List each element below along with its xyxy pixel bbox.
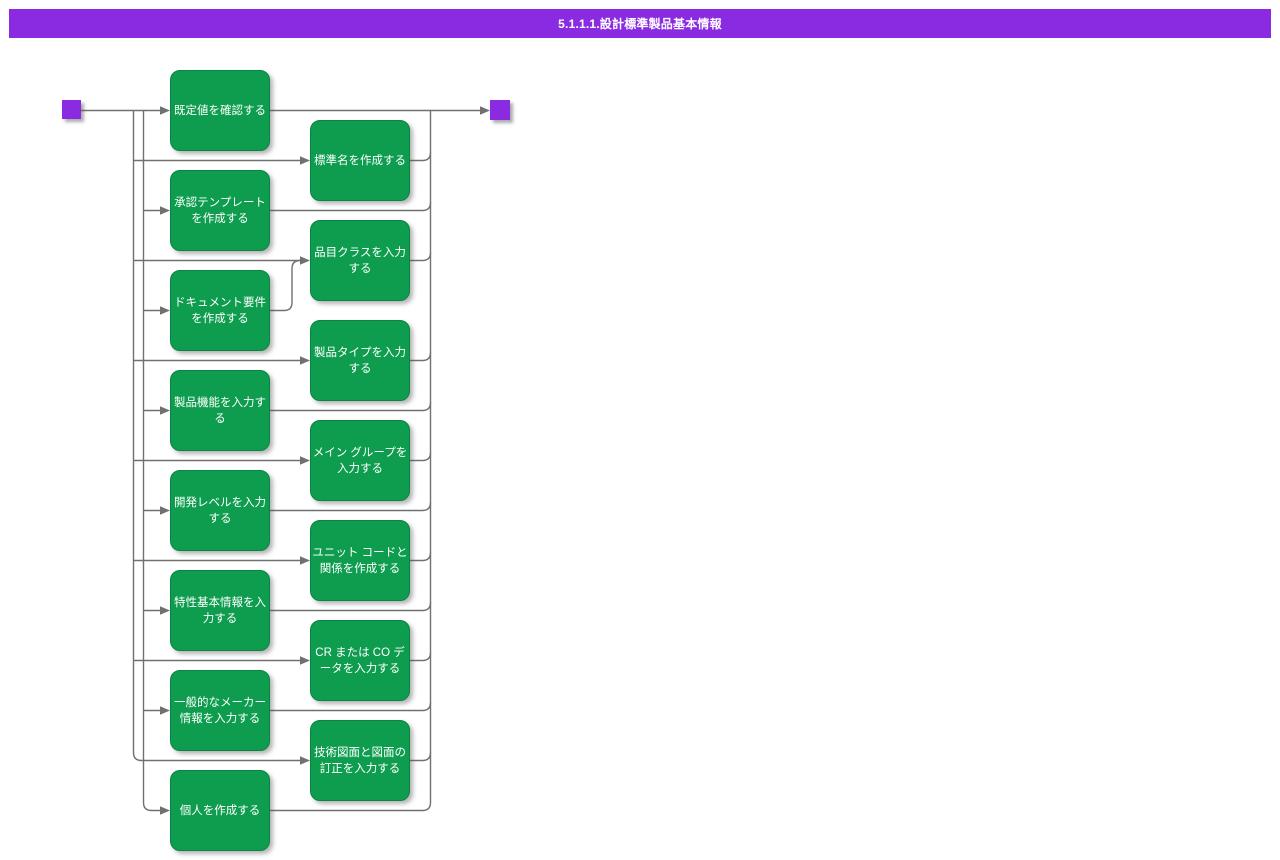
connector-line: [270, 602, 432, 612]
arrowhead-icon: [160, 206, 170, 215]
connector-line: [410, 652, 432, 662]
activity-node: 製品機能を入力する: [170, 370, 270, 451]
arrowhead-icon: [300, 556, 310, 565]
activity-node: 製品タイプを入力する: [310, 320, 410, 401]
activity-node: ユニット コードと関係を作成する: [310, 520, 410, 601]
arrowhead-icon: [300, 656, 310, 665]
activity-node: 標準名を作成する: [310, 120, 410, 201]
activity-node: 特性基本情報を入力する: [170, 570, 270, 651]
activity-node: 承認テンプレートを作成する: [170, 170, 270, 251]
connector-line: [410, 352, 432, 362]
arrowhead-icon: [160, 806, 170, 815]
connector-line: [270, 502, 432, 512]
activity-node: 一般的なメーカー情報を入力する: [170, 670, 270, 751]
arrowhead-icon: [300, 256, 310, 265]
arrowhead-icon: [160, 606, 170, 615]
activity-node: 技術図面と図面の訂正を入力する: [310, 720, 410, 801]
connector-line: [410, 252, 432, 262]
diagram-title: 5.1.1.1.設計標準製品基本情報: [558, 17, 722, 31]
arrowhead-icon: [160, 506, 170, 515]
connector-line: [410, 452, 432, 462]
activity-node: 品目クラスを入力する: [310, 220, 410, 301]
connector-line: [270, 202, 432, 212]
connector-line: [142, 110, 160, 812]
arrowhead-icon: [300, 156, 310, 165]
arrowhead-icon: [160, 106, 170, 115]
connector-line: [270, 802, 432, 812]
activity-node: CR または CO データを入力する: [310, 620, 410, 701]
activity-node: メイン グループを入力する: [310, 420, 410, 501]
activity-node: 開発レベルを入力する: [170, 470, 270, 551]
activity-node: 個人を作成する: [170, 770, 270, 851]
connector-line: [270, 402, 432, 412]
activity-node: 既定値を確認する: [170, 70, 270, 151]
connector-line: [270, 259, 301, 312]
arrowhead-icon: [160, 306, 170, 315]
arrowhead-icon: [300, 756, 310, 765]
connector-line: [410, 552, 432, 562]
arrowhead-icon: [160, 706, 170, 715]
connector-line: [270, 702, 432, 712]
arrowhead-icon: [300, 356, 310, 365]
connector-line: [410, 752, 432, 762]
arrowhead-icon: [480, 106, 490, 115]
arrowhead-icon: [160, 406, 170, 415]
end-node: [490, 100, 510, 120]
start-node: [62, 100, 81, 119]
connector-line: [429, 109, 480, 803]
diagram-title-bar: 5.1.1.1.設計標準製品基本情報: [9, 9, 1271, 38]
arrowhead-icon: [300, 456, 310, 465]
connector-line: [410, 152, 432, 162]
activity-node: ドキュメント要件を作成する: [170, 270, 270, 351]
